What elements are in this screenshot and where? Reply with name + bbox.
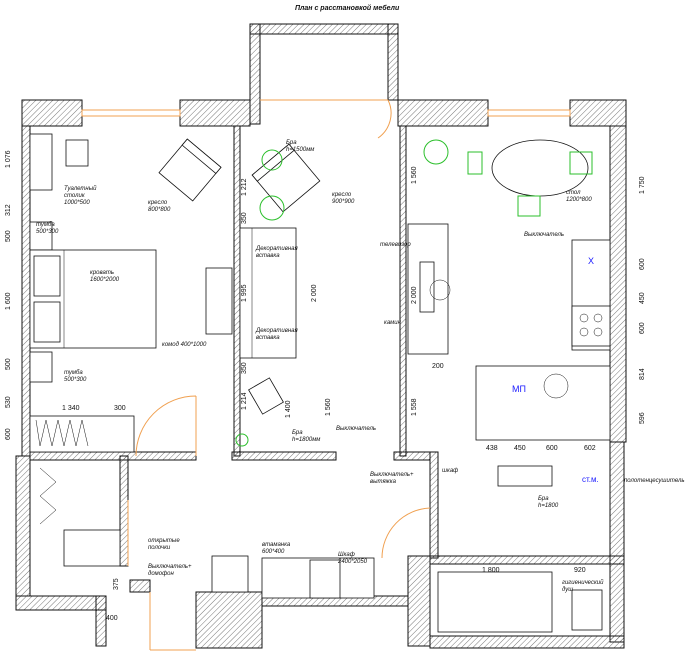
svg-text:камин: камин	[384, 320, 402, 326]
svg-text:500: 500	[5, 230, 12, 242]
svg-text:814: 814	[639, 368, 646, 380]
svg-text:шкаф: шкаф	[442, 468, 458, 474]
svg-text:1 558: 1 558	[411, 398, 418, 416]
svg-text:комод 400*1000: комод 400*1000	[162, 342, 207, 348]
svg-text:400: 400	[106, 615, 118, 622]
svg-text:602: 602	[584, 445, 596, 452]
svg-text:500: 500	[5, 358, 12, 370]
svg-text:1 340: 1 340	[62, 405, 80, 412]
svg-text:1 076: 1 076	[5, 150, 12, 168]
svg-text:1 600: 1 600	[5, 292, 12, 310]
svg-text:350: 350	[241, 212, 248, 224]
hall	[39, 467, 375, 599]
bedroom	[29, 133, 233, 453]
svg-text:1 995: 1 995	[241, 284, 248, 302]
svg-text:Выключатель: Выключатель	[336, 426, 376, 432]
svg-text:200: 200	[432, 363, 444, 370]
plants	[235, 139, 449, 447]
svg-text:1 800: 1 800	[482, 567, 500, 574]
svg-text:350: 350	[241, 362, 248, 374]
kitchen	[437, 139, 611, 633]
svg-text:1 400: 1 400	[285, 400, 292, 418]
svg-text:312: 312	[5, 204, 12, 216]
svg-text:1 560: 1 560	[325, 398, 332, 416]
windows	[81, 99, 571, 117]
svg-text:ст.м.: ст.м.	[582, 475, 599, 484]
walls	[15, 23, 627, 649]
svg-text:450: 450	[639, 292, 646, 304]
svg-text:1 560: 1 560	[411, 166, 418, 184]
svg-text:530: 530	[5, 396, 12, 408]
svg-text:375: 375	[113, 578, 120, 590]
svg-text:Выключатель: Выключатель	[524, 232, 564, 238]
svg-text:2 000: 2 000	[411, 286, 418, 304]
svg-text:600: 600	[5, 428, 12, 440]
svg-text:телевизор: телевизор	[380, 242, 411, 248]
svg-text:1 212: 1 212	[241, 178, 248, 196]
svg-text:Выключатель+домофон: Выключатель+домофон	[148, 564, 192, 577]
svg-text:300: 300	[114, 405, 126, 412]
plan-title: План с расстановкой мебели	[295, 4, 400, 12]
svg-text:Х: Х	[588, 256, 594, 266]
svg-text:596: 596	[639, 412, 646, 424]
living	[239, 143, 451, 415]
svg-text:Выключатель+вытяжка: Выключатель+вытяжка	[370, 472, 414, 485]
svg-text:1 750: 1 750	[639, 176, 646, 194]
svg-text:438: 438	[486, 445, 498, 452]
svg-text:450: 450	[514, 445, 526, 452]
svg-text:полотенцесушитель: полотенцесушитель	[624, 478, 685, 484]
svg-text:920: 920	[574, 567, 586, 574]
svg-text:1 214: 1 214	[241, 392, 248, 410]
dimensions: 1 076 312 500 1 600 500 530 600 1 212 35…	[5, 150, 646, 622]
svg-text:600: 600	[639, 258, 646, 270]
svg-text:2 000: 2 000	[311, 284, 318, 302]
svg-text:600: 600	[546, 445, 558, 452]
doors	[127, 99, 431, 651]
svg-text:600: 600	[639, 322, 646, 334]
svg-text:МП: МП	[512, 384, 526, 394]
